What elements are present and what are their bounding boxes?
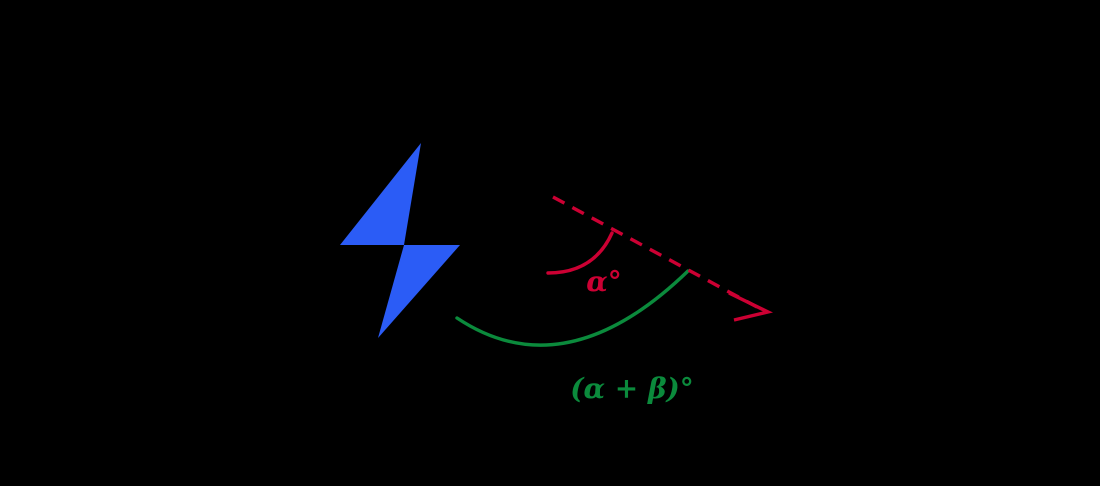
dashed-ray-line — [552, 195, 758, 309]
alpha-label: α° — [586, 265, 622, 298]
alpha-plus-beta-label: (α + β)° — [570, 372, 694, 405]
bolt-lower-triangle — [378, 245, 460, 338]
arrowhead-icon — [728, 291, 774, 322]
lightning-bolt-icon — [340, 143, 460, 338]
dashed-direction-ray — [552, 195, 774, 322]
bolt-upper-triangle — [340, 143, 421, 245]
alpha-arc — [546, 231, 614, 275]
alpha-plus-beta-arc — [455, 269, 690, 347]
